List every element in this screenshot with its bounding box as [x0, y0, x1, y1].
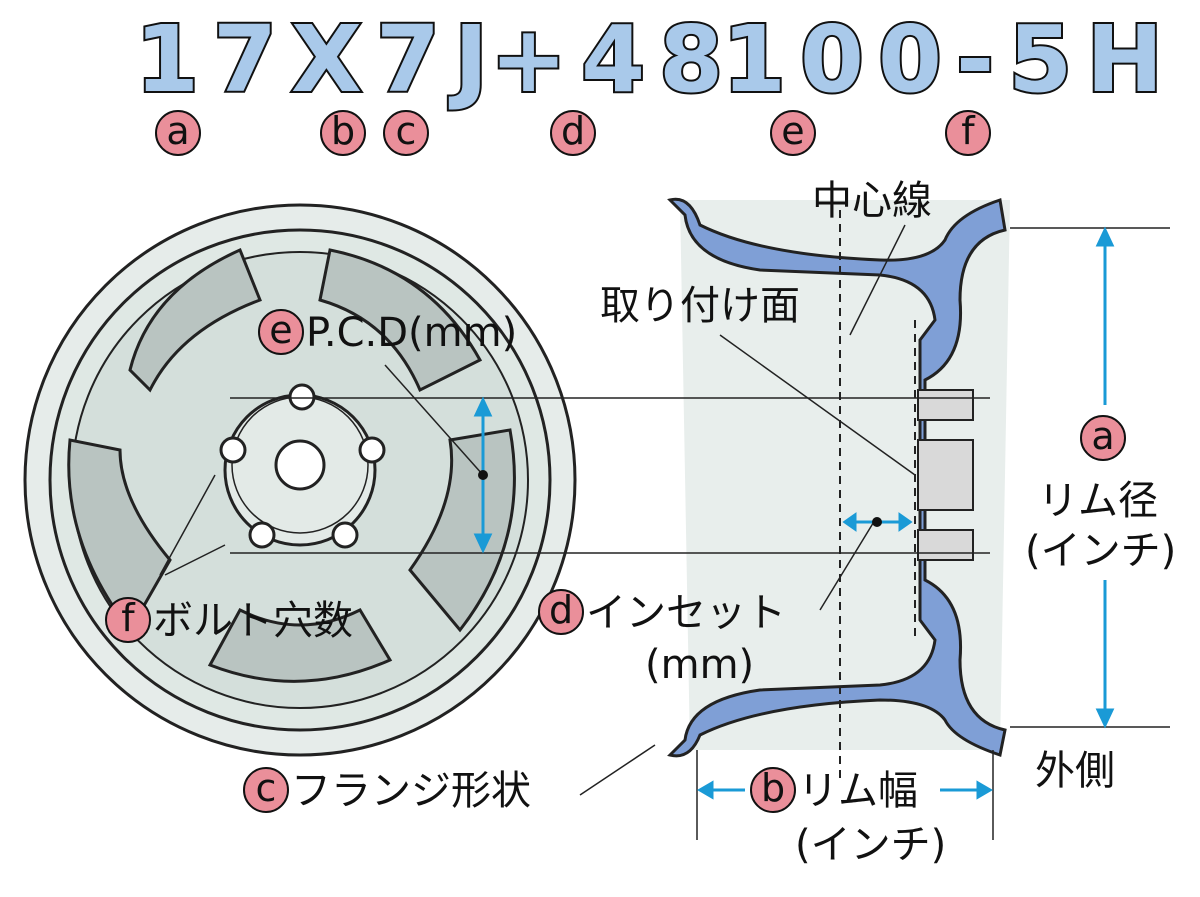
marker-f: f	[105, 597, 151, 643]
label-mounting-face: 取り付け面	[600, 283, 800, 329]
label-rim-diameter-unit: (インチ)	[1025, 528, 1177, 574]
marker-d: d	[538, 589, 584, 635]
marker-c: c	[383, 110, 429, 156]
label-center-line: 中心線	[812, 178, 932, 224]
marker-a: a	[1080, 415, 1126, 461]
marker-e: e	[770, 110, 816, 156]
marker-b: b	[320, 110, 366, 156]
label-outside: 外側	[1035, 748, 1115, 794]
rim-width-text: リム幅	[798, 768, 918, 814]
spec-offset: +48	[488, 6, 738, 113]
marker-e: e	[258, 309, 304, 355]
wheel-front-view	[23, 203, 577, 757]
spec-pcd: 100-5H	[720, 6, 1178, 113]
bolt-holes-text: ボルト穴数	[153, 598, 353, 644]
label-rim-width-unit: (インチ)	[795, 822, 947, 868]
label-rim-diameter: リム径	[1038, 478, 1158, 524]
spec-size: 17X7J	[133, 6, 503, 113]
pcd-text: P.C.D(mm)	[306, 310, 518, 356]
inset-text: インセット	[586, 590, 786, 636]
marker-c: c	[243, 767, 289, 813]
flange-text: フランジ形状	[291, 768, 531, 814]
rim-side-view	[667, 197, 1010, 780]
marker-a: a	[155, 110, 201, 156]
label-inset-unit: (mm)	[645, 642, 755, 688]
marker-f: f	[945, 110, 991, 156]
marker-b: b	[750, 767, 796, 813]
marker-d: d	[550, 110, 596, 156]
